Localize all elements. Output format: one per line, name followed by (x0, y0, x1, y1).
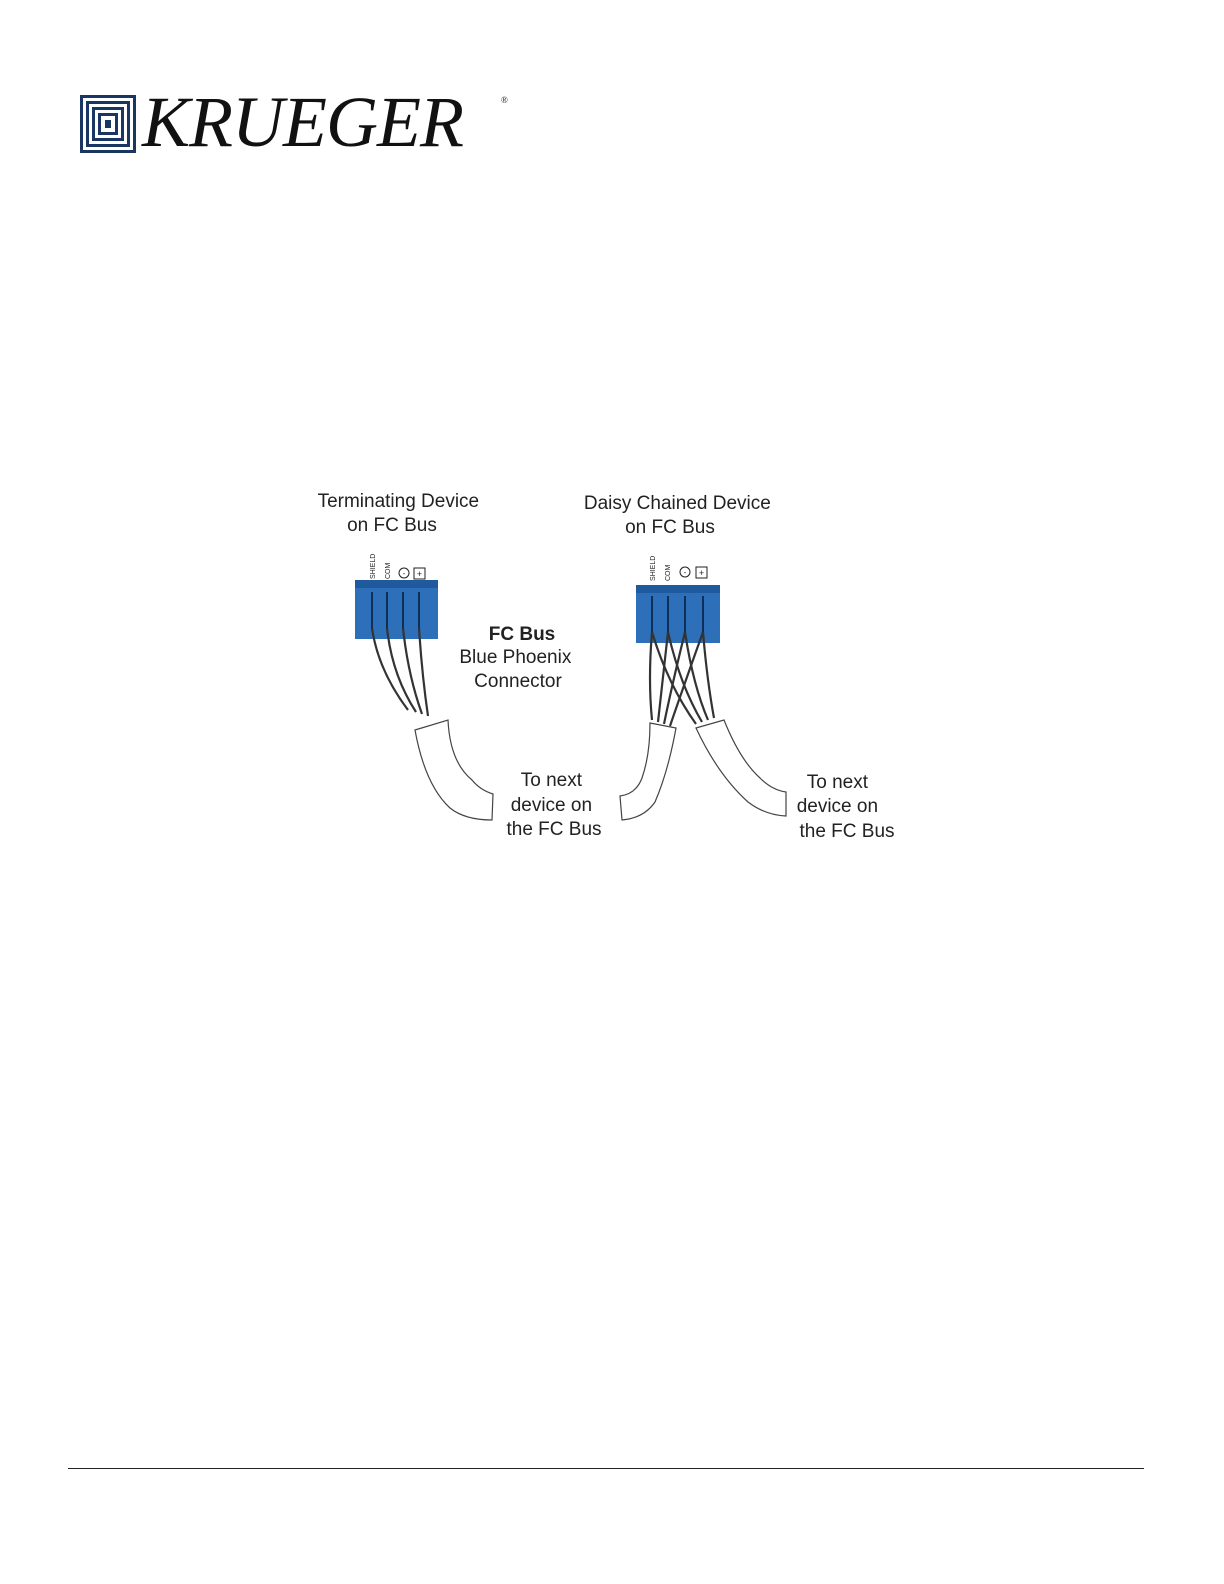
daisy-title: Daisy Chained Device on FC Bus (584, 493, 776, 538)
left-cable (415, 720, 493, 820)
svg-text:SHIELD: SHIELD (370, 554, 377, 579)
right-terminal-labels: SHIELD COM - + (650, 556, 707, 581)
svg-text:+: + (417, 569, 422, 579)
svg-text:-: - (684, 568, 687, 577)
connector-caption: Blue Phoenix Connector (459, 647, 576, 692)
svg-text:-: - (403, 569, 406, 578)
krueger-logo: KRUEGER ® (80, 95, 520, 157)
right-phoenix-connector (636, 585, 720, 643)
krueger-logo-mark-icon (80, 95, 136, 153)
terminating-title: Terminating Device on FC Bus (318, 491, 485, 536)
left-phoenix-connector (355, 580, 438, 639)
brand-name: KRUEGER (142, 82, 463, 162)
to-next-left-label: To next device on the FC Bus (506, 770, 601, 840)
right-cable-a (620, 723, 676, 820)
footer-rule (68, 1468, 1144, 1469)
right-wires (650, 632, 714, 726)
registered-mark: ® (501, 95, 508, 105)
left-wires (372, 628, 428, 716)
to-next-right-label: To next device on the FC Bus (797, 772, 895, 842)
svg-text:COM: COM (385, 563, 392, 580)
fc-bus-wiring-diagram: Terminating Device on FC Bus Daisy Chain… (300, 480, 920, 850)
svg-text:SHIELD: SHIELD (650, 556, 657, 581)
left-terminal-labels: SHIELD COM - + (370, 554, 425, 579)
connector-heading: FC Bus (489, 624, 556, 645)
svg-text:COM: COM (665, 565, 672, 582)
right-cable-b (696, 720, 786, 816)
svg-text:+: + (699, 568, 704, 578)
